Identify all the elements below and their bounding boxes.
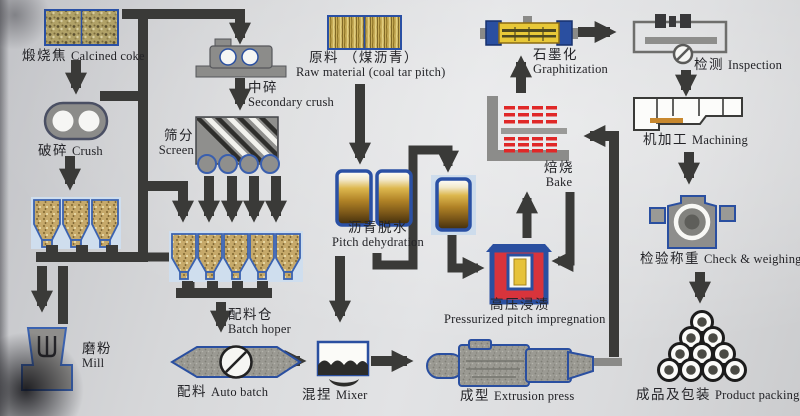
arrow-bake-to-impregnation [551,192,575,272]
pitch-dehydration-tanks-icon [335,169,413,227]
extrusion-press-icon [426,339,622,387]
inspection-circuit-icon [632,14,728,65]
label-secondary-crush: 中碎 Secondary crush [248,80,334,110]
bake-electrode-rows [504,106,557,153]
secondary-crusher-icon [195,38,287,78]
arrow-coke-to-secondary-crush [122,9,251,45]
mixer-icon [316,340,370,387]
machining-lathe-icon [633,97,743,131]
label-graphitization: 石墨化 Graphitization [533,47,608,77]
label-raw-material: 原料 （煤沥青） Raw material (coal tar pitch) [296,50,446,80]
impregnation-vessel-icon [486,244,552,305]
flow-arrows [31,9,711,372]
label-inspection: 检测 Inspection [694,57,783,72]
crusher-icon [43,101,109,141]
label-pitch-dehydration: 沥青脱水 Pitch dehydration [332,220,424,250]
arrow-tank-to-impregnation [447,232,485,279]
auto-batch-icon [170,345,302,379]
lathe-workpiece [650,118,683,123]
storage-hoppers-icon [31,197,121,249]
bake-kiln-icon [487,96,569,161]
graphitization-furnace-icon [480,16,578,46]
pitch-tank-icon [431,175,476,235]
label-auto-batch: 配料 Auto batch [177,384,269,399]
arrow-branch-to-silo [143,181,194,223]
label-crush: 破碎 Crush [38,143,103,158]
label-product-packing: 成品及包装 Product packing [636,387,800,402]
label-machining: 机加工 Machining [643,132,748,147]
label-calcined-coke: 煅烧焦 Calcined coke [22,48,145,63]
label-mill: 磨粉 Mill [82,341,112,371]
label-bake: 焙烧 Bake [544,160,574,190]
collector-comb-left [36,245,148,262]
label-extrusion-press: 成型 Extrusion press [460,388,575,403]
weighing-scale-icon [649,195,736,249]
label-impregnation: 高压浸渍 Pressurized pitch impregnation [444,297,606,327]
label-mixer: 混捏 Mixer [302,387,368,402]
label-check-weighing: 检验称重 Check & weighing [640,251,800,266]
screen-icon [195,116,280,174]
arrow-dehydration-to-tank [372,145,459,270]
product-stack-icon [657,310,747,382]
raw-material-icon [327,15,402,50]
arrow-extrusion-to-bake [583,125,619,357]
label-batch-hopper: 配料仓 Batch hoper [228,307,291,337]
collector-comb-right [176,281,272,298]
calcined-coke-icon [44,9,119,46]
mill-icon [21,327,73,391]
mixer-bowl [329,379,359,387]
label-screen: 筛分 Screen [158,128,194,158]
batch-silos-icon [169,231,303,282]
